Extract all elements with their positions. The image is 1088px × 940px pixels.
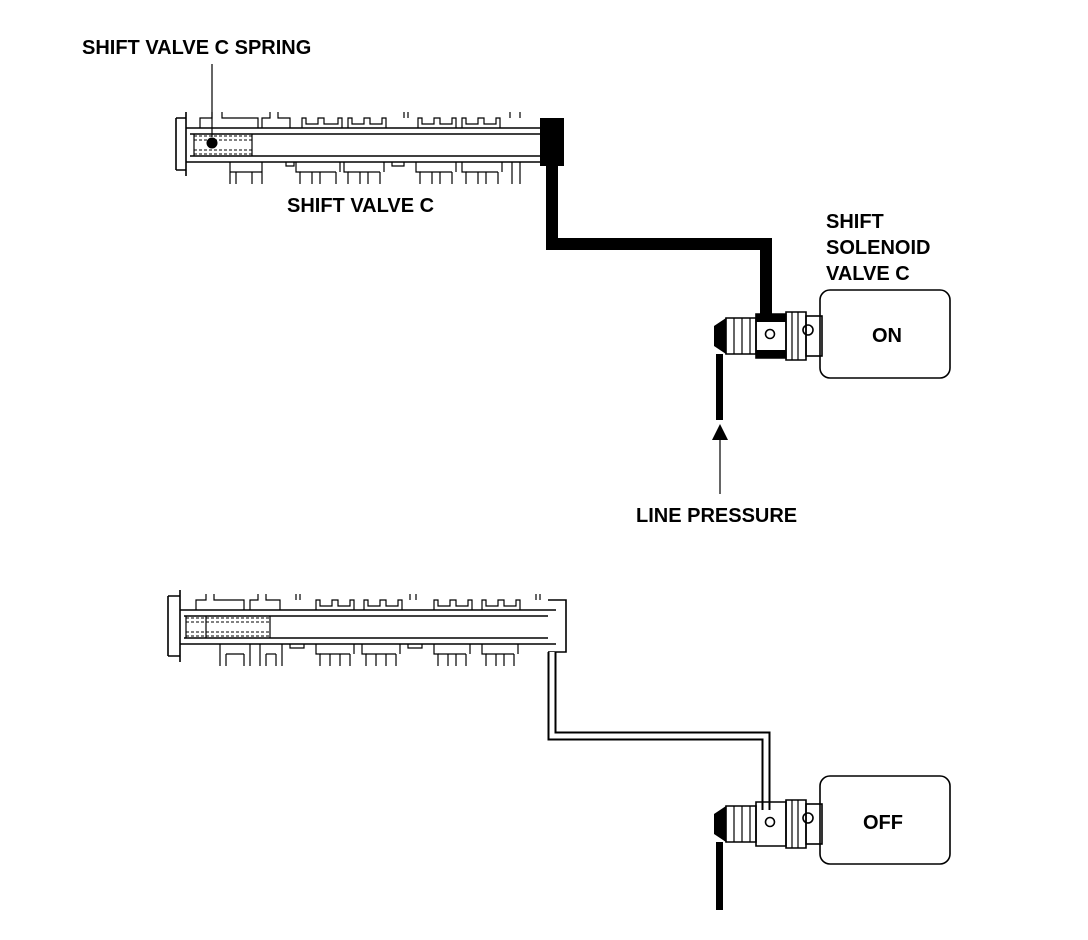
solenoid-label-line1: SHIFT: [826, 211, 884, 233]
shift-valve-c-spring-label: SHIFT VALVE C SPRING: [82, 37, 311, 59]
solenoid-state-off: OFF: [863, 812, 903, 834]
line-pressure-feed-off: [716, 842, 723, 910]
pressurized-chamber: [540, 118, 564, 166]
line-pressure-label: LINE PRESSURE: [636, 505, 797, 527]
line-pressure-feed: [716, 354, 723, 420]
top-assembly: SHIFT VALVE C SPRING SHIFT VALVE C SHIFT…: [82, 37, 951, 527]
shift-valve-c-body: [175, 112, 564, 184]
drain-line-outline: [547, 652, 771, 810]
solenoid-body-off: [819, 775, 951, 865]
shift-solenoid-valve-c-off: OFF: [714, 775, 951, 865]
solenoid-label-line3: VALVE C: [826, 263, 910, 285]
shift-valve-c-label: SHIFT VALVE C: [287, 195, 434, 217]
solenoid-label-line2: SOLENOID: [826, 237, 930, 259]
bottom-assembly: OFF: [167, 590, 951, 910]
solenoid-state-on: ON: [872, 325, 902, 347]
drain-line-fill: [549, 652, 769, 810]
shift-valve-c-body-off: [167, 590, 567, 666]
spring-pointer-dot: [206, 137, 218, 149]
pressurized-fluid-line: [546, 166, 772, 318]
shift-solenoid-valve-c-on: ON: [714, 289, 951, 379]
solenoid-body-on: [819, 289, 951, 379]
line-pressure-arrow-icon: [712, 424, 728, 440]
